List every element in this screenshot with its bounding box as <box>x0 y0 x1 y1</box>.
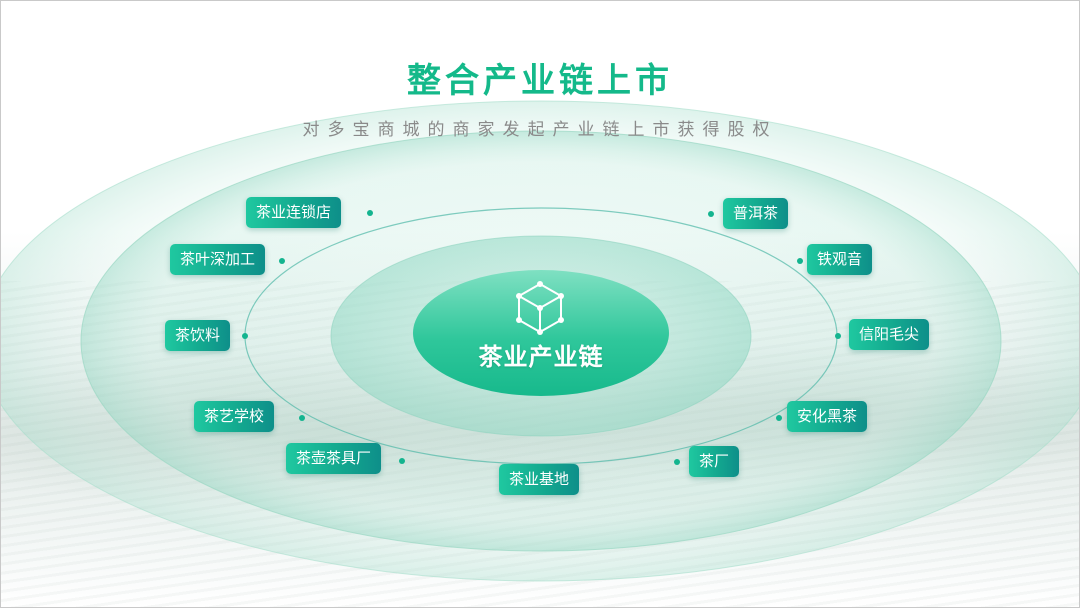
node-tea-base: 茶业基地 <box>499 464 580 495</box>
connector-dot <box>399 458 405 464</box>
page-title: 整合产业链上市 <box>407 61 673 101</box>
node-anhua-dark-tea: 安化黑茶 <box>787 401 868 432</box>
node-tieguanyin: 铁观音 <box>807 244 873 275</box>
connector-dot <box>367 210 373 216</box>
node-tea-art-school: 茶艺学校 <box>194 401 275 432</box>
connector-dot <box>835 333 841 339</box>
cube-network-icon <box>516 281 564 335</box>
node-tea-factory: 茶厂 <box>689 446 740 477</box>
connector-dot <box>242 333 248 339</box>
connector-dot <box>797 258 803 264</box>
connector-dot <box>299 415 305 421</box>
node-tea-deep-processing: 茶叶深加工 <box>170 244 266 275</box>
connector-dot <box>674 459 680 465</box>
connector-dot <box>708 211 714 217</box>
node-tea-beverage: 茶饮料 <box>165 320 231 351</box>
page-subtitle: 对多宝商城的商家发起产业链上市获得股权 <box>302 120 778 140</box>
center-label: 茶业产业链 <box>478 342 604 371</box>
connector-dot <box>776 415 782 421</box>
node-xinyang-maojian: 信阳毛尖 <box>849 319 930 350</box>
node-teapot-factory: 茶壶茶具厂 <box>286 443 382 474</box>
node-tea-chain-store: 茶业连锁店 <box>246 197 342 228</box>
node-puer-tea: 普洱茶 <box>723 198 789 229</box>
connector-dot <box>279 258 285 264</box>
